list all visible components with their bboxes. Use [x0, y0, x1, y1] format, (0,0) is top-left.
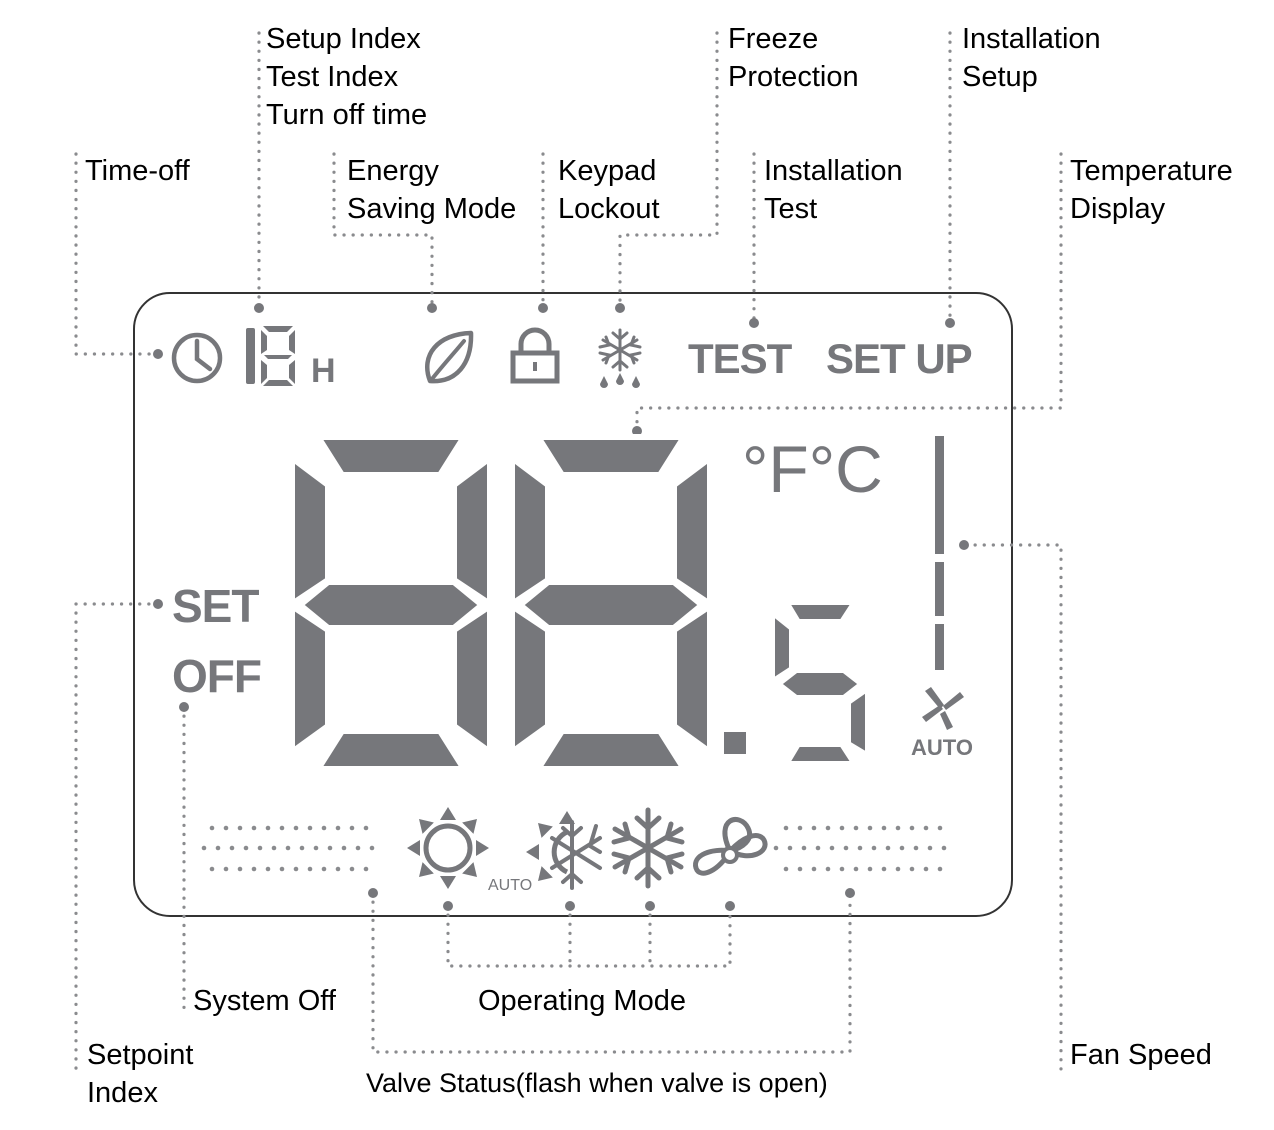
- label-setpoint: Setpoint: [87, 1039, 193, 1071]
- label-operating-mode: Operating Mode: [478, 985, 686, 1017]
- test-indicator: TEST: [688, 335, 793, 382]
- label-test-index: Test Index: [266, 61, 399, 93]
- setup-indicator: SET UP: [826, 335, 972, 382]
- label-installation-test-1: Installation: [764, 155, 903, 187]
- lock-icon: [510, 327, 560, 384]
- sun-icon: [407, 807, 489, 889]
- clock-icon: [171, 332, 223, 384]
- snowflake-drops-icon: [598, 328, 642, 372]
- label-time-off: Time-off: [85, 155, 191, 187]
- hours-unit: H: [311, 352, 336, 390]
- leaf-icon: [425, 330, 474, 384]
- fan-speed-bars: [935, 436, 944, 670]
- label-temperature: Temperature: [1070, 155, 1233, 187]
- label-valve-status: Valve Status(flash when valve is open): [366, 1068, 828, 1098]
- decimal-point: [724, 732, 746, 754]
- label-protection: Protection: [728, 61, 859, 93]
- label-turn-off-time: Turn off time: [266, 99, 427, 131]
- label-fan-speed: Fan Speed: [1070, 1039, 1212, 1071]
- temperature-units: °F°C: [742, 432, 883, 506]
- freeze-drops: [600, 373, 640, 388]
- fan-blade-icon: [922, 687, 964, 730]
- mode-auto-label: AUTO: [488, 877, 532, 894]
- label-index: Index: [87, 1077, 158, 1109]
- hours-digits: [246, 326, 295, 386]
- leader-end-dots: [153, 303, 969, 911]
- snowflake-icon: [611, 807, 685, 889]
- valve-status-right: [773, 825, 947, 872]
- label-display: Display: [1070, 193, 1166, 225]
- label-installation-setup-1: Installation: [962, 23, 1101, 55]
- valve-status-left: [201, 825, 375, 872]
- label-freeze: Freeze: [728, 23, 818, 55]
- temperature-digit-tenths: [769, 599, 871, 767]
- label-keypad: Keypad: [558, 155, 656, 187]
- off-indicator: OFF: [172, 650, 261, 702]
- label-installation-test-2: Test: [764, 193, 817, 225]
- temperature-digit-tens: [289, 434, 493, 772]
- label-saving-mode: Saving Mode: [347, 193, 516, 225]
- sun-snowflake-icon: [526, 811, 602, 890]
- fan-auto-label: AUTO: [911, 735, 973, 760]
- fan-icon: [693, 817, 768, 876]
- label-installation-setup-2: Setup: [962, 61, 1038, 93]
- label-energy: Energy: [347, 155, 439, 187]
- label-lockout: Lockout: [558, 193, 660, 225]
- label-setup-index: Setup Index: [266, 23, 421, 55]
- temperature-digit-ones: [509, 434, 713, 772]
- leader-lines: [74, 31, 1063, 1077]
- set-indicator: SET: [172, 580, 259, 632]
- label-system-off: System Off: [193, 985, 337, 1017]
